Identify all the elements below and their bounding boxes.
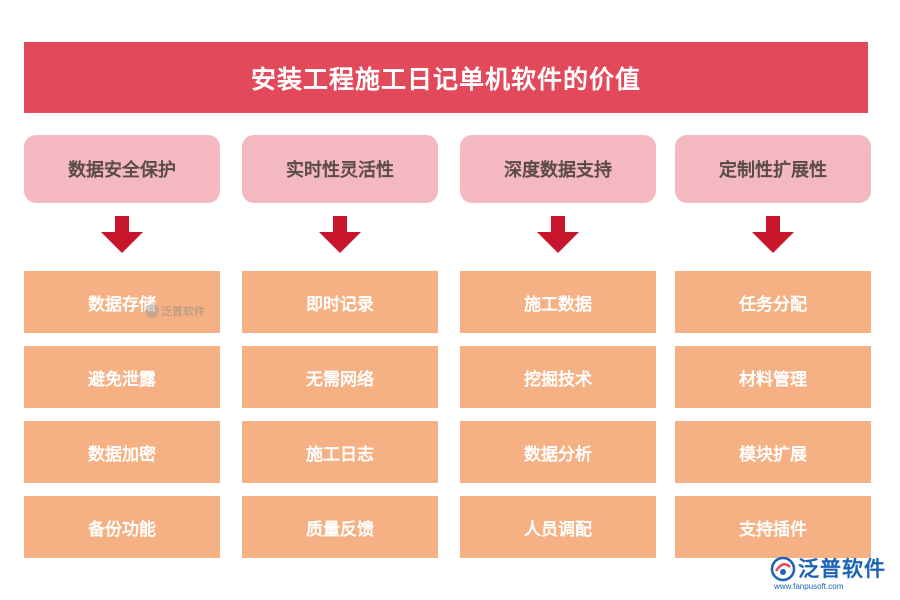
- list-item: 避免泄露: [24, 346, 220, 408]
- down-arrow-icon: [537, 216, 579, 253]
- down-arrow-icon: [101, 216, 143, 253]
- list-item: 无需网络: [242, 346, 438, 408]
- list-item: 人员调配: [460, 496, 656, 558]
- column-header: 定制性扩展性: [675, 135, 871, 203]
- list-item: 施工数据: [460, 271, 656, 333]
- column-realtime-flexibility: 实时性灵活性 即时记录 无需网络 施工日志 质量反馈: [242, 135, 438, 558]
- brand-logo: 泛普软件 www.fanpusoft.com: [768, 552, 893, 592]
- column-data-security: 数据安全保护 数据存储 避免泄露 数据加密 备份功能: [24, 135, 220, 558]
- watermark-text: 泛普软件: [161, 305, 205, 318]
- brand-name: 泛普软件: [798, 557, 886, 581]
- watermark-logo-icon: [145, 304, 159, 318]
- column-header: 深度数据支持: [460, 135, 656, 203]
- down-arrow-icon: [319, 216, 361, 253]
- column-deep-data-support: 深度数据支持 施工数据 挖掘技术 数据分析 人员调配: [460, 135, 656, 558]
- column-customization-extensibility: 定制性扩展性 任务分配 材料管理 模块扩展 支持插件: [675, 135, 871, 558]
- list-item: 备份功能: [24, 496, 220, 558]
- column-header: 数据安全保护: [24, 135, 220, 203]
- list-item: 数据分析: [460, 421, 656, 483]
- list-item: 质量反馈: [242, 496, 438, 558]
- list-item: 即时记录: [242, 271, 438, 333]
- list-item: 施工日志: [242, 421, 438, 483]
- list-item: 模块扩展: [675, 421, 871, 483]
- list-item: 数据加密: [24, 421, 220, 483]
- list-item: 支持插件: [675, 496, 871, 558]
- down-arrow-icon: [752, 216, 794, 253]
- watermark: 泛普软件: [145, 303, 205, 319]
- list-item: 任务分配: [675, 271, 871, 333]
- diagram-title: 安装工程施工日记单机软件的价值: [24, 42, 868, 113]
- list-item: 材料管理: [675, 346, 871, 408]
- column-header: 实时性灵活性: [242, 135, 438, 203]
- list-item: 挖掘技术: [460, 346, 656, 408]
- brand-url: www.fanpusoft.com: [774, 582, 844, 591]
- list-item: 数据存储: [24, 271, 220, 333]
- brand-swirl-icon: [770, 556, 796, 582]
